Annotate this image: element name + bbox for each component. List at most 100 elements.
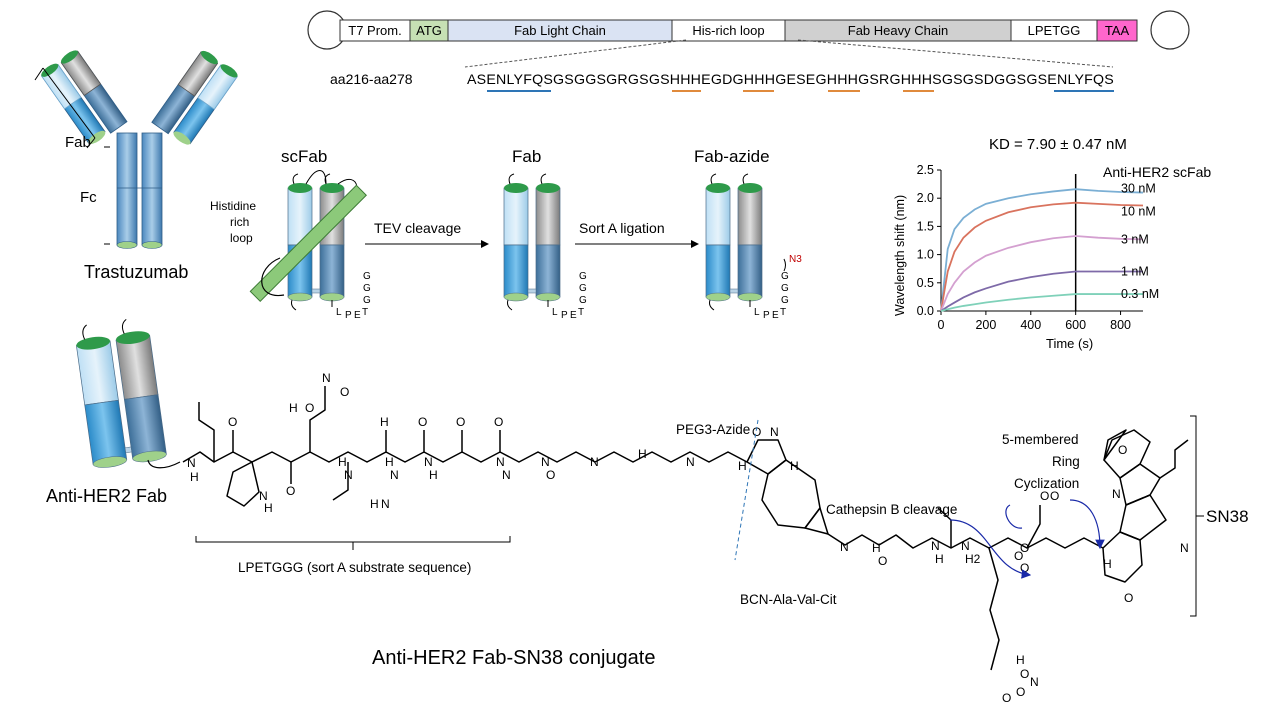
segment-label: T7 Prom.: [348, 23, 401, 38]
atom-label: O: [1040, 489, 1049, 503]
segment-his-rich-loop: His-rich loop: [671, 19, 786, 42]
atom-label: O: [1118, 443, 1127, 457]
atom-label: N: [381, 497, 390, 511]
carbamate-chain: [827, 533, 1104, 549]
cyclization-label-1: 5-membered: [1002, 432, 1079, 447]
tag-letter: G: [781, 271, 789, 282]
atom-label: N: [502, 468, 511, 482]
left-arm-cap: [60, 50, 78, 64]
heavy-variable: [737, 187, 763, 246]
cyclization-arrow: [1005, 499, 1100, 548]
conjugate-fab: [75, 318, 167, 468]
fc-domain-right: [141, 132, 163, 246]
loop-zoom-left: [464, 39, 687, 68]
series-line-0-3-nm: [940, 293, 1143, 312]
y-tick-label: 0.0: [917, 304, 934, 318]
atom-label: O: [228, 415, 237, 429]
atom-label: N: [390, 468, 399, 482]
tag-letter: E: [772, 310, 779, 321]
sn38-ring-a: [1103, 429, 1127, 461]
disulfide-bond: [311, 288, 321, 294]
y-tick-label: 2.5: [917, 163, 934, 177]
sorta-label: Sort A ligation: [579, 220, 665, 236]
light-cap: [706, 183, 730, 193]
x-tick-label: 200: [975, 318, 996, 332]
segment-label: TAA: [1105, 23, 1130, 38]
peg-divider: [734, 419, 759, 561]
heavy-base: [737, 292, 763, 302]
segment-fab-heavy-chain: Fab Heavy Chain: [784, 19, 1012, 42]
light-variable: [503, 187, 529, 246]
scfab-linker-bottom: [261, 257, 285, 297]
atom-label: O: [340, 385, 349, 399]
heavy-variable: [535, 187, 561, 246]
series-line-10-nm: [940, 201, 1144, 312]
glutamate-side-chain: [309, 386, 326, 452]
conjugate-fab-label: Anti-HER2 Fab: [46, 486, 167, 506]
fab-bracket: [34, 67, 96, 149]
light-base: [705, 292, 731, 302]
right-arm-light-base: [173, 131, 191, 145]
series-label: 3 nM: [1121, 232, 1149, 246]
atom-label: O: [1020, 541, 1029, 555]
tag-letter: G: [579, 295, 587, 306]
atom-label: O: [456, 415, 465, 429]
heavy-cap: [738, 183, 762, 193]
light-n-terminus: [82, 324, 87, 340]
light-variable: [75, 340, 119, 406]
atom-label: N: [322, 371, 331, 385]
tag-letter: P: [763, 310, 770, 321]
fc-bottom-right: [141, 241, 163, 249]
atom-label: O: [286, 484, 295, 498]
heavy-n-terminus: [121, 318, 127, 335]
fab-attach-arrow: [147, 459, 181, 469]
fab-arm-right-light: [173, 64, 238, 145]
light-base: [503, 292, 529, 302]
heavy-cap: [536, 183, 560, 193]
heavy-constant: [737, 244, 763, 298]
linker-label: BCN-Ala-Val-Cit: [740, 592, 837, 607]
atom-label: O: [1050, 489, 1059, 503]
segment-box: [1096, 19, 1138, 42]
c-terminus: [291, 299, 297, 311]
atom-label: O: [878, 554, 887, 568]
light-cap: [288, 183, 312, 193]
glutamate-linker: [1026, 505, 1041, 549]
segment-label: LPETGG: [1028, 23, 1081, 38]
fc-label: Fc: [80, 189, 97, 206]
n-terminus: [742, 173, 749, 185]
segment-t7-prom-: T7 Prom.: [339, 19, 411, 42]
tag-letter: P: [345, 310, 352, 321]
heavy-constant: [535, 244, 561, 298]
atom-label: N: [424, 455, 433, 469]
atom-label: O: [546, 468, 555, 482]
sn38-label: SN38: [1206, 507, 1249, 526]
proline-ring: [226, 461, 260, 507]
fab-arm-left: [60, 50, 128, 134]
n-terminus: [540, 173, 547, 185]
tag-letter: T: [780, 307, 786, 318]
fc-bottom-left: [116, 241, 138, 249]
tag-letter: T: [578, 307, 584, 318]
light-base: [92, 456, 128, 468]
tag-letter: L: [552, 307, 558, 318]
tag-letter: G: [781, 295, 789, 306]
sn38-bracket: [1190, 415, 1204, 617]
his-loop-rod: [249, 184, 367, 302]
atom-label: O: [752, 425, 761, 439]
tag-letter: G: [363, 283, 371, 294]
n-terminus: [292, 173, 299, 185]
series-line-3-nm: [940, 235, 1144, 312]
atom-label: N: [686, 455, 695, 469]
heavy-cap: [115, 331, 150, 345]
atom-label: H: [638, 447, 647, 461]
atom-label: N: [770, 425, 779, 439]
series-label: 10 nM: [1121, 205, 1156, 219]
atom-label: O: [494, 415, 503, 429]
x-tick-label: 800: [1110, 318, 1131, 332]
construct-right-cap: [1150, 10, 1190, 50]
conjugate-diagram: Anti-HER2 Fab: [46, 318, 1249, 705]
